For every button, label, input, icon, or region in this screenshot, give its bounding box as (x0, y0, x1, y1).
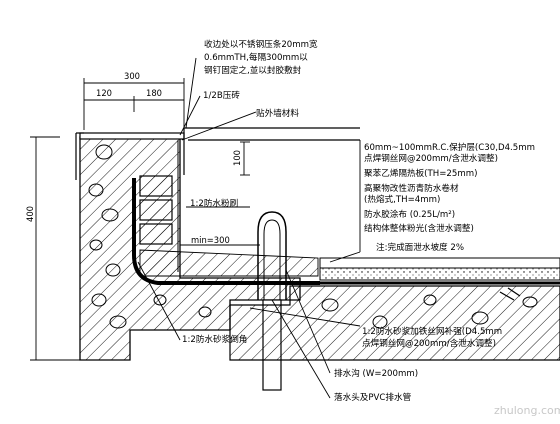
protection-bricks (139, 175, 173, 245)
drain-channel (257, 211, 287, 391)
label-waterproof-plaster: 1:2防水粉刷 (190, 197, 238, 209)
label-drain-ditch: 排水沟 (W=200mm) (334, 367, 418, 379)
layer-rc-cover-1: 60mm~100mmR.C.保护层(C30,D4.5mm (364, 141, 535, 153)
dim-100: 100 (232, 150, 242, 166)
dim-120: 120 (96, 88, 112, 98)
note-nail-seal: 钢钉固定之,並以封胶敷封 (204, 64, 302, 76)
dim-300: 300 (124, 71, 140, 81)
label-drain-pipe: 落水头及PVC排水管 (334, 391, 412, 403)
note-slope: 注:完成面泄水坡度 2% (376, 241, 464, 253)
dim-400: 400 (25, 206, 35, 222)
leader-lines (137, 57, 361, 399)
layer-insulation: 聚苯乙烯隔热板(TH=25mm) (364, 167, 477, 179)
layer-membrane-1: 高聚物改性沥青防水卷材 (364, 182, 459, 194)
roof-layers (229, 257, 560, 361)
label-mortar-mesh-1: 1:2防水砂浆加铁丝网补强(D4.5mm (362, 325, 502, 337)
dimension-lines (30, 78, 260, 361)
layer-coating: 防水胶涂布 (0.25L/m²) (364, 208, 455, 220)
label-min-300: min=300 (191, 235, 230, 245)
label-wall-cladding: 贴外墙材料 (256, 107, 299, 119)
label-mortar-mesh-2: 点焊钢丝网@200mm/含泄水调整) (362, 337, 496, 349)
layer-rc-cover-2: 点焊钢丝网@200mm/含泄水调整) (364, 152, 498, 164)
note-strip-thickness: 0.6mmTH,每隔300mm以 (204, 51, 308, 63)
layer-membrane-2: (热熔式,TH=4mm) (364, 193, 440, 205)
parapet-coping (75, 127, 360, 180)
label-mortar-fillet: 1:2防水砂浆倒角 (182, 333, 247, 345)
label-brick: 1/2B压砖 (203, 89, 240, 101)
layer-structure: 结构体整体粉光(含泄水调整) (364, 222, 474, 234)
note-stainless-strip: 收边处以不锈钢压条20mm宽 (204, 38, 318, 50)
watermark: zhulong.com (494, 404, 560, 417)
screed-layer (139, 249, 319, 277)
dim-180: 180 (146, 88, 162, 98)
